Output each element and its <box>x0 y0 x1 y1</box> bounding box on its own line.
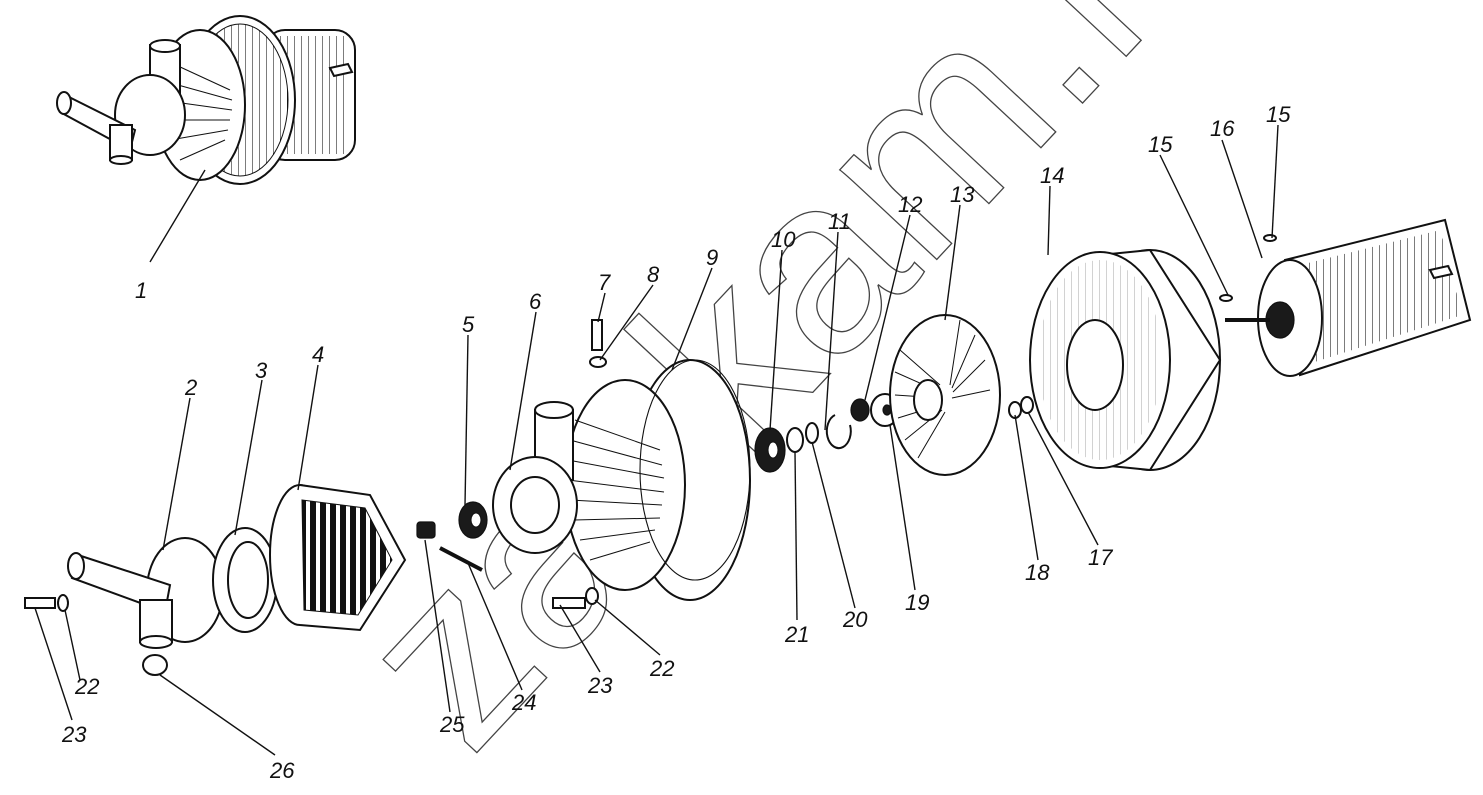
ring-part-20 <box>805 422 819 444</box>
bearing-part-10 <box>754 427 786 473</box>
callout-6: 6 <box>529 289 542 314</box>
key-part-15-top <box>1263 234 1277 242</box>
fan-part-13 <box>889 314 1001 476</box>
pump-housing-part-6 <box>492 359 751 601</box>
callout-5: 5 <box>462 312 475 337</box>
callout-25: 25 <box>439 712 465 737</box>
callout-19: 19 <box>905 590 929 615</box>
callout-10: 10 <box>771 227 796 252</box>
callout-2: 2 <box>184 375 197 400</box>
ring-part-21 <box>786 427 804 453</box>
callout-17: 17 <box>1088 545 1113 570</box>
impeller-hub-part-5 <box>458 501 488 539</box>
callout-24: 24 <box>511 690 536 715</box>
washer-part-12 <box>850 398 870 422</box>
callout-23-left: 23 <box>61 722 87 747</box>
callout-7: 7 <box>598 270 611 295</box>
washer-part-22-left <box>57 594 69 612</box>
callout-14: 14 <box>1040 163 1064 188</box>
callout-8: 8 <box>647 262 660 287</box>
screw-part-23-left <box>24 597 56 609</box>
washer-part-17 <box>1020 396 1034 414</box>
callout-20: 20 <box>842 607 868 632</box>
callout-13: 13 <box>950 182 975 207</box>
inlet-cover-part-2 <box>67 537 224 649</box>
callout-26: 26 <box>269 758 295 783</box>
callout-1: 1 <box>135 278 147 303</box>
callout-12: 12 <box>898 192 922 217</box>
callout-23-right: 23 <box>587 673 613 698</box>
end-shield-part-14 <box>1029 248 1222 472</box>
callout-11: 11 <box>828 209 851 234</box>
callout-15-left: 15 <box>1148 132 1173 157</box>
nut-part-25 <box>416 521 436 539</box>
callout-4: 4 <box>312 342 324 367</box>
callout-16: 16 <box>1210 116 1235 141</box>
pin-part-24 <box>439 546 483 572</box>
electric-motor-part-16 <box>1225 218 1472 377</box>
washer-part-8 <box>589 356 607 368</box>
callout-9: 9 <box>706 245 718 270</box>
strainer-part-4 <box>269 484 407 632</box>
callout-22-right: 22 <box>649 656 674 681</box>
leader-lines <box>34 124 1279 756</box>
callout-18: 18 <box>1025 560 1050 585</box>
gasket-part-3 <box>212 527 278 633</box>
flange-gasket-part-9 <box>639 359 751 581</box>
callout-3: 3 <box>255 358 268 383</box>
callout-22-left: 22 <box>74 674 99 699</box>
callout-labels: 1 2 3 4 5 6 7 8 9 10 11 12 13 14 15 16 1… <box>61 102 1291 783</box>
callout-15-right: 15 <box>1266 102 1291 127</box>
callout-21: 21 <box>784 622 809 647</box>
key-part-15-left <box>1219 294 1233 302</box>
screw-part-23-right <box>552 597 586 609</box>
nut-part-26 <box>142 654 168 676</box>
retaining-ring-part-11 <box>825 414 852 450</box>
assembled-pump <box>56 15 356 185</box>
bolt-part-7 <box>591 319 603 351</box>
